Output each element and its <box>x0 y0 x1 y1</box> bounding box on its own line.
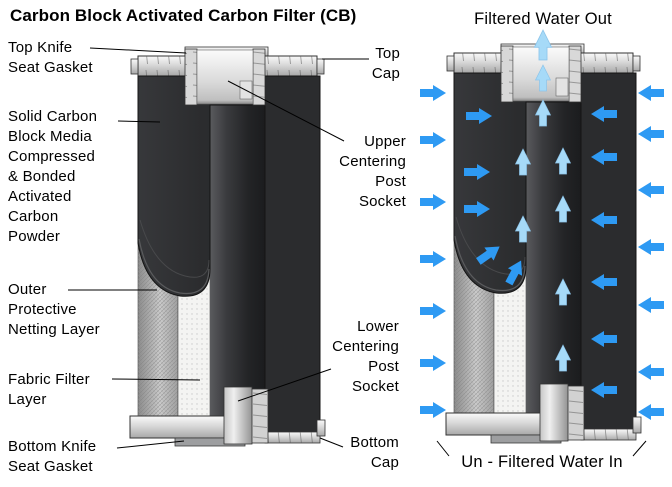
inflow-arrow-icon <box>638 182 664 198</box>
inflow-arrow-icon <box>420 355 446 371</box>
inflow-arrow-icon <box>638 239 664 255</box>
inflow-arrow-icon <box>638 126 664 142</box>
label-lower-centering-post-socket: Lower Centering Post Socket <box>332 318 399 395</box>
inflow-arrow-icon <box>420 194 446 210</box>
label-filtered-water-out: Filtered Water Out <box>474 10 612 28</box>
inflow-arrow-icon <box>420 251 446 267</box>
page-title: Carbon Block Activated Carbon Filter (CB… <box>10 6 357 25</box>
label-bottom-knife-seat-gasket: Bottom Knife Seat Gasket <box>8 438 97 475</box>
label-fabric-filter-layer: Fabric Filter Layer <box>8 371 90 408</box>
inflow-arrow-icon <box>638 364 664 380</box>
inflow-arrow-icon <box>638 404 664 420</box>
label-outer-netting-layer: Outer Protective Netting Layer <box>8 281 100 338</box>
label-top-knife-seat-gasket: Top Knife Seat Gasket <box>8 39 93 76</box>
label-bottom-cap: Bottom Cap <box>350 434 399 471</box>
inflow-arrow-icon <box>420 303 446 319</box>
label-unfiltered-water-in: Un - Filtered Water In <box>461 453 623 471</box>
leader-lines <box>68 47 647 457</box>
inflow-arrow-icon <box>420 85 446 101</box>
inflow-arrow-icon <box>420 402 446 418</box>
label-top-cap: Top Cap <box>371 45 400 82</box>
inflow-arrow-icon <box>638 85 664 101</box>
inflow-arrow-icon <box>638 297 664 313</box>
inflow-arrow-icon <box>420 132 446 148</box>
label-upper-centering-post-socket: Upper Centering Post Socket <box>339 133 406 210</box>
label-solid-carbon-block: Solid Carbon Block Media Compressed & Bo… <box>8 108 98 245</box>
